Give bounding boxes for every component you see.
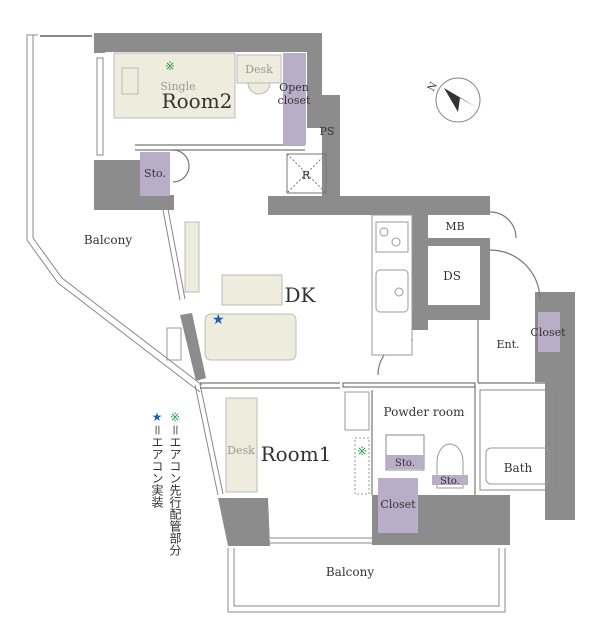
room2-bed [113, 52, 236, 119]
dining-table [221, 274, 283, 306]
room1-desk [225, 397, 258, 493]
refrigerator-space [286, 153, 327, 194]
toilet [436, 443, 464, 489]
bath-label: Bath [504, 461, 533, 475]
balcony-bottom-label: Balcony [326, 565, 374, 579]
sofa [204, 313, 297, 361]
room1-aircon-area [354, 437, 370, 495]
room2-chair [247, 82, 271, 95]
walls [94, 33, 575, 546]
open-closet-label: Open [279, 81, 309, 94]
room2-sub-label: Single [160, 80, 195, 93]
entrance-label: Ent. [496, 338, 519, 351]
mb-label: MB [445, 220, 464, 233]
room2-pillow [121, 67, 139, 95]
powder-storage-label: Sto. [440, 476, 460, 487]
legend-pre-text: ＝エアコン先行配管部分 [168, 424, 182, 557]
ds-label: DS [443, 269, 461, 283]
side-table [166, 327, 182, 361]
bathroom [479, 389, 556, 491]
room2-storage-label: Sto. [144, 167, 166, 180]
aircon-pre-icon: ※ [168, 410, 182, 424]
entrance-closet [538, 312, 560, 352]
powder-storage-1 [386, 455, 424, 469]
room1-desk-label: Desk [227, 444, 255, 457]
entrance-closet-label: Closet [530, 326, 566, 339]
aircon-pre-icon: ※ [165, 59, 175, 73]
powder-storage-2 [432, 475, 468, 485]
partitions [135, 144, 545, 495]
tv-stand [184, 221, 200, 293]
windows [96, 57, 372, 544]
powder-storage-label: Sto. [395, 458, 415, 469]
aircon-installed-icon: ★ [212, 312, 225, 328]
kitchen-counter [371, 214, 413, 356]
room2-label: Room2 [162, 89, 233, 113]
room1-label: Room1 [261, 442, 332, 466]
room2-storage [140, 152, 170, 196]
bathtub [485, 447, 550, 485]
open-closet-label: closet [278, 94, 311, 107]
aircon-legend: ※＝エアコン先行配管部分 ★＝エアコン実装 [146, 410, 186, 580]
legend-pre: ※＝エアコン先行配管部分 [168, 410, 182, 556]
room1-closet-label: Closet [380, 498, 416, 511]
room2-desk-label: Desk [245, 63, 273, 76]
aircon-pre-icon: ※ [357, 444, 367, 458]
room1-closet [378, 478, 418, 533]
balcony-left-label: Balcony [84, 233, 132, 247]
dk-label: DK [285, 283, 317, 307]
balcony-left-outline [26, 34, 203, 393]
balcony-bottom-outline [227, 548, 506, 613]
washing-machine [385, 434, 425, 471]
legend-installed-text: ＝エアコン実装 [150, 424, 164, 509]
r-label: R [302, 169, 311, 182]
north-compass: N [426, 77, 481, 123]
ps-label: PS [320, 125, 335, 138]
washbasin [344, 391, 370, 431]
powder-room-label: Powder room [384, 405, 466, 419]
aircon-installed-icon: ★ [150, 410, 164, 424]
legend-installed: ★＝エアコン実装 [150, 410, 164, 508]
room2-open-closet [283, 53, 306, 145]
